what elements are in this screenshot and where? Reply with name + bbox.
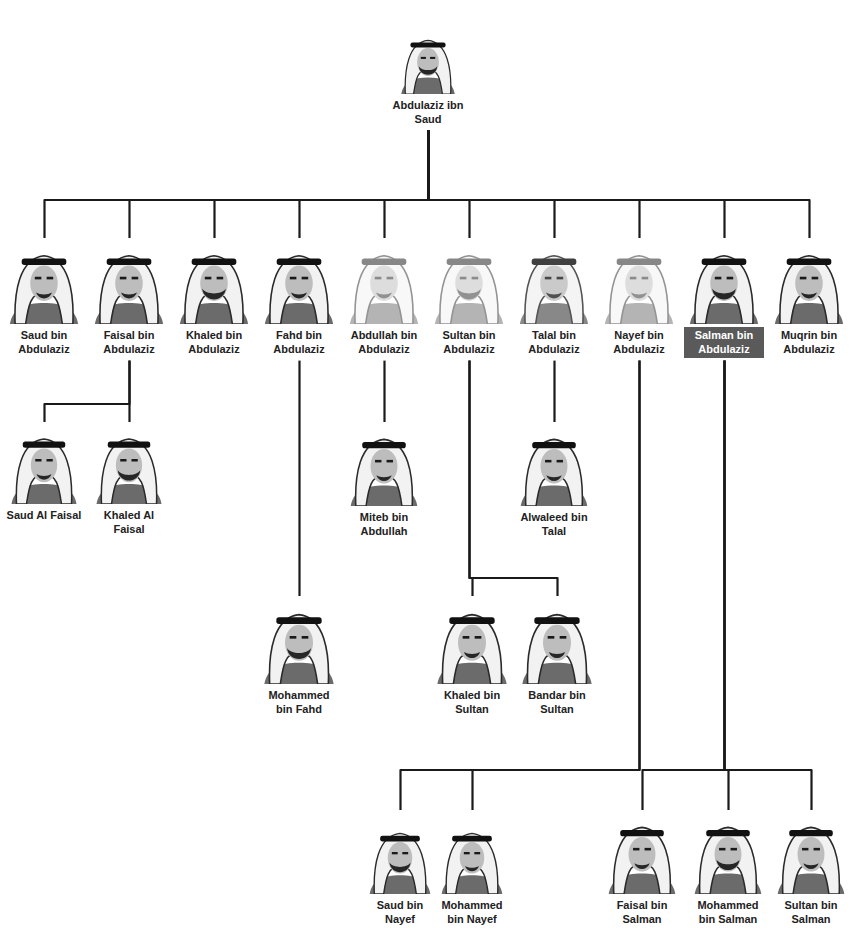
portrait-photo [432, 598, 512, 684]
person-name: Sultan bin Salman [772, 897, 850, 928]
person-name: Faisal bin Salman [603, 897, 681, 928]
person-card: Miteb bin Abdullah [344, 424, 424, 540]
portrait-photo [429, 240, 509, 324]
tree-connector [45, 131, 429, 238]
person-card: Saud bin Nayef [365, 812, 435, 928]
tree-connector [725, 361, 812, 810]
person-name: Fahd bin Abdulaziz [259, 327, 339, 358]
person-name: Bandar bin Sultan [517, 687, 597, 718]
tree-connector [385, 131, 429, 238]
person-name: Talal bin Abdulaziz [514, 327, 594, 358]
tree-connector [383, 361, 385, 422]
portrait-photo [344, 240, 424, 324]
person-name: Mohammed bin Salman [689, 897, 767, 928]
person-card: Faisal bin Salman [603, 812, 681, 928]
portrait-photo [772, 812, 850, 894]
portrait-photo [689, 812, 767, 894]
portrait-photo [769, 240, 849, 324]
person-card: Salman bin Abdulaziz [684, 240, 764, 358]
portrait-photo [437, 812, 507, 894]
person-card: Nayef bin Abdulaziz [599, 240, 679, 358]
person-card: Saud Al Faisal [4, 424, 84, 523]
person-card: Fahd bin Abdulaziz [259, 240, 339, 358]
tree-connector [401, 361, 640, 810]
person-card: Saud bin Abdulaziz [4, 240, 84, 358]
person-name: Salman bin Abdulaziz [684, 327, 764, 358]
person-card: Bandar bin Sultan [517, 598, 597, 718]
person-card: Mohammed bin Salman [689, 812, 767, 928]
tree-connector [473, 361, 640, 810]
tree-connector [300, 131, 429, 238]
person-card: Khaled Al Faisal [89, 424, 169, 538]
portrait-photo [4, 240, 84, 324]
portrait-photo [603, 812, 681, 894]
person-card: Sultan bin Abdulaziz [429, 240, 509, 358]
person-name: Saud bin Abdulaziz [4, 327, 84, 358]
portrait-photo [4, 424, 84, 504]
portrait-photo [259, 240, 339, 324]
person-card: Mohammed bin Nayef [437, 812, 507, 928]
person-name: Khaled Al Faisal [89, 507, 169, 538]
person-name: Saud bin Nayef [365, 897, 435, 928]
portrait-photo [89, 424, 169, 504]
person-card: Muqrin bin Abdulaziz [769, 240, 849, 358]
portrait-photo [386, 28, 470, 94]
portrait-photo [89, 240, 169, 324]
person-name: Khaled bin Sultan [432, 687, 512, 718]
portrait-photo [599, 240, 679, 324]
person-name: Abdullah bin Abdulaziz [344, 327, 424, 358]
person-card: Faisal bin Abdulaziz [89, 240, 169, 358]
portrait-photo [517, 598, 597, 684]
tree-connector [429, 131, 555, 238]
tree-connector [429, 131, 725, 238]
tree-connector [553, 361, 555, 422]
tree-connector [429, 131, 810, 238]
person-card: Sultan bin Salman [772, 812, 850, 928]
tree-connector [130, 131, 429, 238]
person-name: Faisal bin Abdulaziz [89, 327, 169, 358]
person-name: Sultan bin Abdulaziz [429, 327, 509, 358]
portrait-photo [365, 812, 435, 894]
portrait-photo [344, 424, 424, 506]
person-name: Nayef bin Abdulaziz [599, 327, 679, 358]
person-card: Abdullah bin Abdulaziz [344, 240, 424, 358]
person-name: Mohammed bin Nayef [437, 897, 507, 928]
person-card: Abdulaziz ibn Saud [386, 28, 470, 128]
person-card: Talal bin Abdulaziz [514, 240, 594, 358]
portrait-photo [514, 240, 594, 324]
tree-connector [429, 131, 640, 238]
person-card: Khaled bin Abdulaziz [174, 240, 254, 358]
tree-connector [643, 361, 725, 810]
tree-connector [215, 131, 429, 238]
tree-connector [298, 361, 300, 596]
person-name: Miteb bin Abdullah [344, 509, 424, 540]
tree-connector [45, 361, 130, 422]
person-card: Khaled bin Sultan [432, 598, 512, 718]
tree-connector [429, 131, 470, 238]
person-card: Alwaleed bin Talal [514, 424, 594, 540]
tree-connector [128, 361, 130, 422]
person-name: Saud Al Faisal [4, 507, 84, 523]
portrait-photo [259, 598, 339, 684]
person-name: Abdulaziz ibn Saud [386, 97, 470, 128]
person-name: Alwaleed bin Talal [514, 509, 594, 540]
portrait-photo [514, 424, 594, 506]
person-name: Mohammed bin Fahd [259, 687, 339, 718]
portrait-photo [684, 240, 764, 324]
person-name: Muqrin bin Abdulaziz [769, 327, 849, 358]
portrait-photo [174, 240, 254, 324]
person-name: Khaled bin Abdulaziz [174, 327, 254, 358]
person-card: Mohammed bin Fahd [259, 598, 339, 718]
